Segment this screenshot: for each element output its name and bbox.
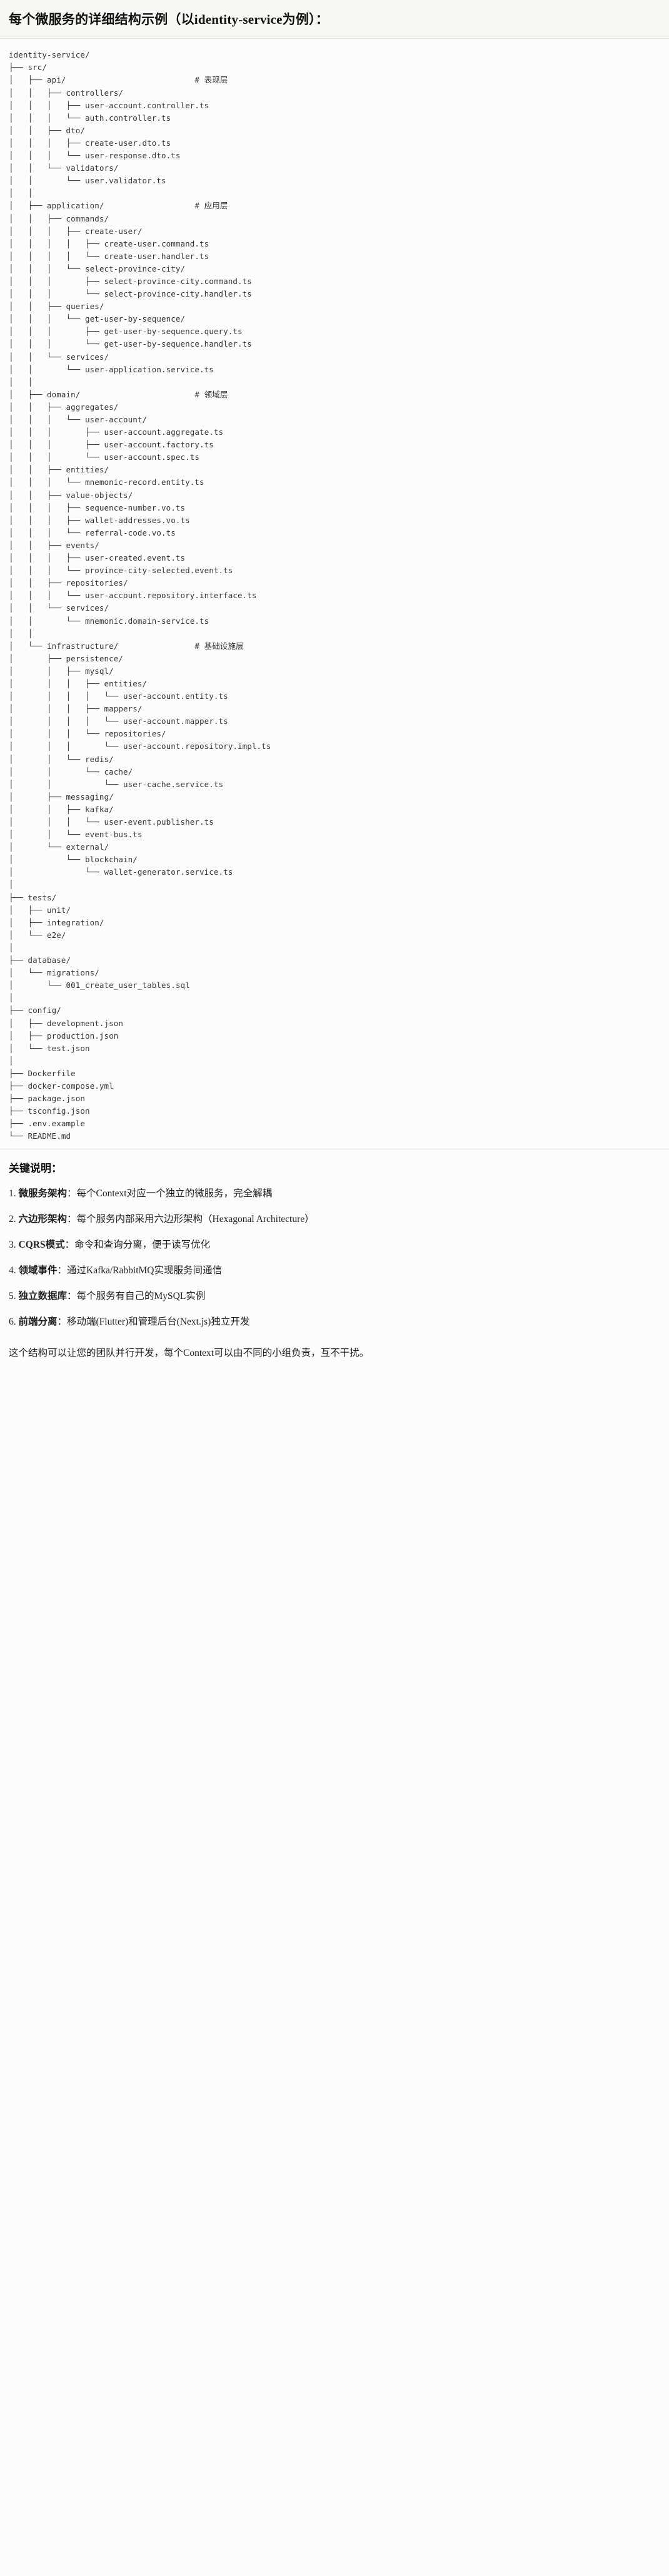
key-note-term: CQRS模式 [18,1240,65,1251]
key-note-term: 微服务架构 [18,1188,68,1199]
directory-tree-block: identity-service/ ├── src/ │ ├── api/ # … [0,39,669,1149]
key-note-item: 4. 领域事件：通过Kafka/RabbitMQ实现服务间通信 [9,1263,660,1278]
key-note-number: 5. [9,1291,19,1302]
key-note-item: 6. 前端分离：移动端(Flutter)和管理后台(Next.js)独立开发 [9,1315,660,1330]
key-note-item: 2. 六边形架构：每个服务内部采用六边形架构（Hexagonal Archite… [9,1212,660,1227]
key-notes-footer: 这个结构可以让您的团队并行开发，每个Context可以由不同的小组负责，互不干扰… [9,1348,370,1359]
key-note-number: 6. [9,1316,19,1328]
key-note-number: 3. [9,1240,19,1251]
key-note-item: 3. CQRS模式：命令和查询分离，便于读写优化 [9,1238,660,1253]
directory-tree: identity-service/ ├── src/ │ ├── api/ # … [9,50,271,1141]
key-notes-title: 关键说明： [9,1163,62,1175]
page-title: 每个微服务的详细结构示例（以identity-service为例）： [9,12,329,27]
key-note-item: 5. 独立数据库：每个服务有自己的MySQL实例 [9,1289,660,1304]
key-notes-list: 1. 微服务架构：每个Context对应一个独立的微服务，完全解耦 2. 六边形架… [9,1186,660,1330]
page-header: 每个微服务的详细结构示例（以identity-service为例）： [0,0,669,39]
key-note-description: ：每个服务内部采用六边形架构（Hexagonal Architecture） [67,1214,314,1225]
key-note-item: 1. 微服务架构：每个Context对应一个独立的微服务，完全解耦 [9,1186,660,1201]
key-note-term: 前端分离 [18,1316,58,1328]
key-note-number: 2. [9,1214,19,1225]
key-note-term: 独立数据库 [18,1291,68,1302]
key-note-term: 六边形架构 [18,1214,68,1225]
key-note-term: 领域事件 [18,1265,58,1276]
key-note-description: ：通过Kafka/RabbitMQ实现服务间通信 [57,1265,222,1276]
key-note-number: 4. [9,1265,19,1276]
key-notes-section: 关键说明： 1. 微服务架构：每个Context对应一个独立的微服务，完全解耦 2… [0,1149,669,1376]
key-note-description: ：移动端(Flutter)和管理后台(Next.js)独立开发 [57,1316,250,1328]
key-note-description: ：每个Context对应一个独立的微服务，完全解耦 [67,1188,273,1199]
key-note-description: ：命令和查询分离，便于读写优化 [64,1240,211,1251]
key-note-description: ：每个服务有自己的MySQL实例 [67,1291,206,1302]
key-note-number: 1. [9,1188,19,1199]
